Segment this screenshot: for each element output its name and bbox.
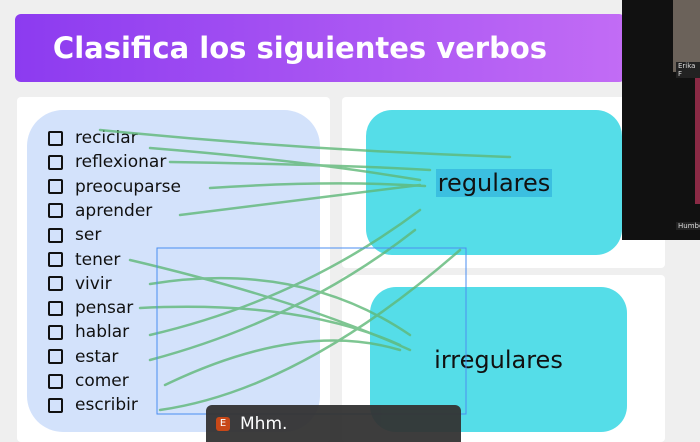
regulares-label: regulares xyxy=(435,168,553,197)
verb-item: vivir xyxy=(48,272,112,296)
verb-label: vivir xyxy=(75,273,112,294)
verb-label: ser xyxy=(75,225,102,246)
ink-line xyxy=(128,258,412,352)
verb-item: pensar xyxy=(48,296,133,320)
participant-name: Erika F xyxy=(676,62,700,78)
checkbox-icon xyxy=(48,349,63,365)
verb-label: pensar xyxy=(75,298,134,319)
verb-label: comer xyxy=(75,371,129,391)
ink-line xyxy=(148,208,422,337)
title-banner: Clasifica los siguientes verbos xyxy=(15,14,625,82)
ink-line xyxy=(138,305,402,347)
verb-item: hablar xyxy=(48,320,129,344)
selection-box xyxy=(156,247,467,415)
page-title: Clasifica los siguientes verbos xyxy=(52,31,548,65)
ink-line xyxy=(168,160,432,172)
participant-name: Humbe xyxy=(676,222,700,230)
ink-line xyxy=(163,339,402,387)
checkbox-icon xyxy=(48,252,63,267)
checkbox-icon xyxy=(48,203,63,219)
checkbox-icon xyxy=(48,276,63,292)
checkbox-icon xyxy=(48,154,63,170)
ink-line xyxy=(98,128,512,159)
ink-line xyxy=(148,228,417,362)
chat-toast[interactable]: E Mhm. xyxy=(206,405,461,442)
irregulares-box[interactable]: irregulares xyxy=(370,287,627,432)
verb-item: reflexionar xyxy=(48,150,166,174)
checkbox-icon xyxy=(48,397,63,413)
ink-line xyxy=(178,183,422,217)
verb-item: preocuparse xyxy=(48,175,181,199)
avatar: E xyxy=(216,416,230,431)
checkbox-icon xyxy=(48,300,63,316)
verb-label: preocuparse xyxy=(75,176,181,197)
ink-line xyxy=(148,276,412,337)
verb-label: reflexionar xyxy=(75,152,167,173)
verb-label: estar xyxy=(75,346,119,367)
verb-label: aprender xyxy=(75,200,153,221)
checkbox-icon xyxy=(48,227,63,243)
checkbox-icon xyxy=(48,179,63,195)
ink-line xyxy=(208,182,427,190)
verb-label: tener xyxy=(75,249,121,270)
verb-item: estar xyxy=(48,345,118,369)
verb-item: escribir xyxy=(48,393,138,417)
chat-text: Mhm. xyxy=(240,413,288,434)
verb-item: tener xyxy=(48,248,120,272)
ink-line xyxy=(158,248,462,412)
verb-item: aprender xyxy=(48,199,152,223)
irregulares-label: irregulares xyxy=(434,345,563,374)
verb-item: ser xyxy=(48,223,101,247)
ink-line xyxy=(148,146,422,182)
checkbox-icon xyxy=(48,373,63,389)
video-thumb-1[interactable] xyxy=(673,0,700,72)
checkbox-icon xyxy=(48,130,63,146)
verb-label: hablar xyxy=(75,322,130,343)
video-thumb-2[interactable] xyxy=(695,74,700,204)
regulares-box[interactable]: regulares xyxy=(366,110,622,255)
verb-item: comer xyxy=(48,369,129,393)
verb-label: escribir xyxy=(75,395,138,416)
checkbox-icon xyxy=(48,324,63,340)
